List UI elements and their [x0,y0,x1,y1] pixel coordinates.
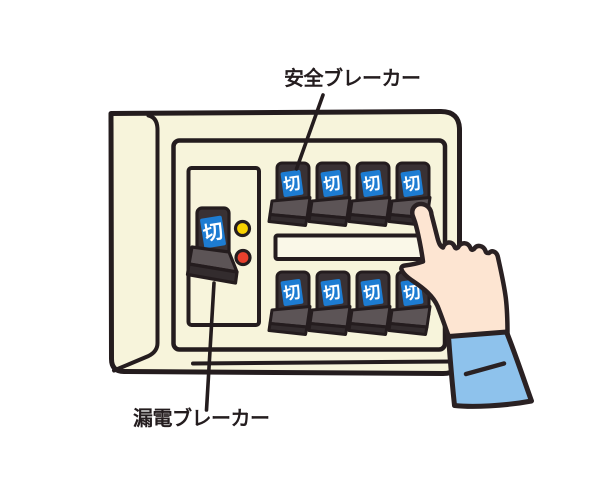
circuit-label-strip [273,233,429,261]
main-breaker-switch: 切 [185,206,239,285]
leakage-breaker-label: 漏電ブレーカー [133,408,270,430]
yellow-indicator-light [233,219,252,238]
main-breaker-off-label-text: 切 [201,220,224,246]
main-breaker-lever-front-face [185,262,239,285]
pointing-hand [399,201,510,340]
leakage-breaker-callout-line [204,281,216,412]
main-breaker-housing [186,166,261,327]
safety-breaker-callout-line [294,93,325,171]
safety-breaker-label: 安全ブレーカー [284,68,421,90]
red-indicator-light [234,248,252,267]
panel-bottom-edge-line [191,359,453,366]
panel-side-fold-line [112,113,160,373]
main-breaker-off-label-plate [200,215,226,249]
sleeve-crease-line [463,361,507,377]
